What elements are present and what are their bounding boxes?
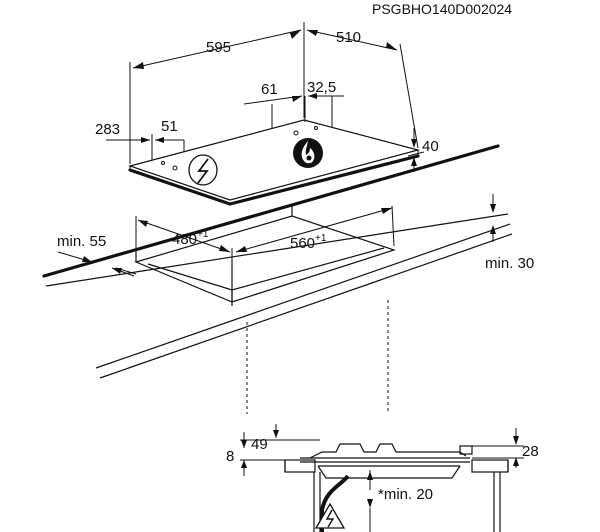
section-left-offset-label: 49 xyxy=(251,436,268,453)
hob-drawing xyxy=(106,22,425,206)
hob-width-label: 595 xyxy=(206,39,231,56)
worktop-back-edge xyxy=(42,144,500,278)
cutout-width-label: 560+1 xyxy=(290,233,327,252)
electric-warning-triangle-icon xyxy=(314,502,346,529)
burner-offset-y-label: 32,5 xyxy=(307,79,336,96)
section-hob-top xyxy=(309,443,467,459)
side-offset-y-label: 51 xyxy=(161,118,178,135)
cutout-depth-label: 480+1 xyxy=(172,229,209,248)
worktop-mid-edge xyxy=(45,213,509,287)
section-left-height-label: 8 xyxy=(226,448,234,465)
section-drawing xyxy=(240,424,524,532)
bottom-clearance-label: *min. 20 xyxy=(378,486,433,503)
cutout-outline xyxy=(134,215,396,303)
cutout-width-tolerance: +1 xyxy=(315,233,327,244)
hob-depth-label: 510 xyxy=(336,29,361,46)
gas-flame-icon xyxy=(293,138,323,168)
section-worktop-right xyxy=(471,459,509,473)
section-right-height-label: 28 xyxy=(522,443,539,460)
burner-offset-x-label: 61 xyxy=(261,81,278,98)
cutout-depth-tolerance: +1 xyxy=(197,229,209,240)
side-offset-x-label: 283 xyxy=(95,121,120,138)
side-clearance-label: min. 30 xyxy=(485,255,534,272)
hob-height-label: 40 xyxy=(422,138,439,155)
cutout-depth-value: 480 xyxy=(172,231,197,248)
worktop-front-edge xyxy=(95,223,511,369)
document-code: PSGBHO140D002024 xyxy=(372,1,512,17)
front-clearance-label: min. 55 xyxy=(57,233,106,250)
worktop-drawing xyxy=(42,144,513,414)
cutout-width-value: 560 xyxy=(290,235,315,252)
electric-warning-icon xyxy=(188,154,218,186)
hob-thick-edge xyxy=(128,154,420,206)
